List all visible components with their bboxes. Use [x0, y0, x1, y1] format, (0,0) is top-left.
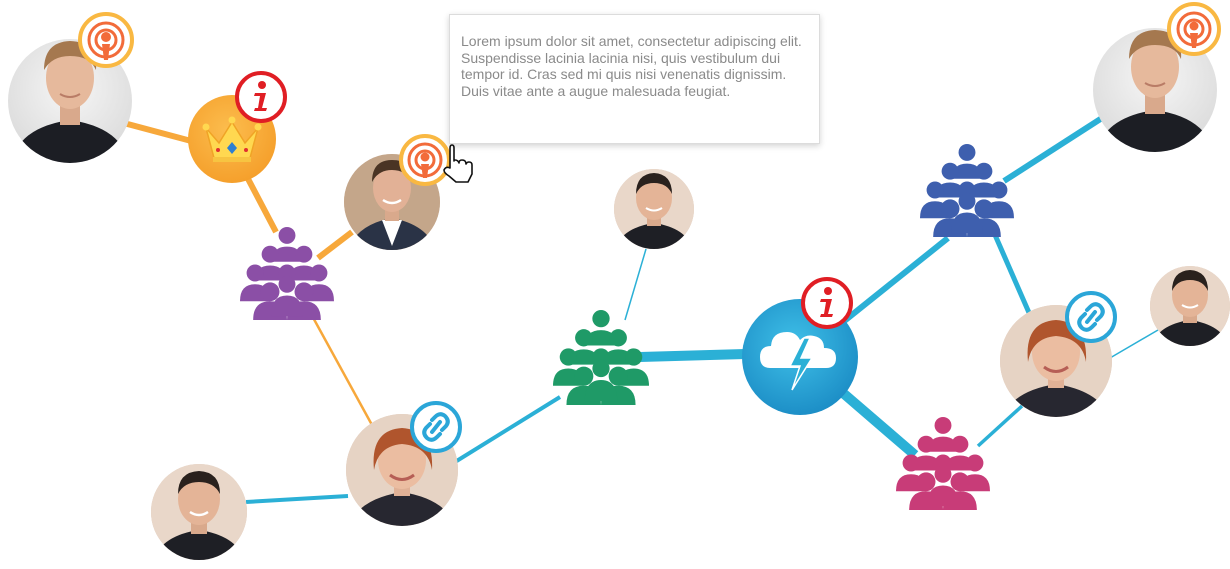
edge-woman-green — [453, 395, 562, 464]
info-icon — [820, 287, 833, 317]
link-badge[interactable] — [410, 401, 462, 453]
podcast-badge[interactable] — [399, 134, 451, 186]
link-icon — [1077, 302, 1105, 332]
group-magenta[interactable] — [896, 416, 990, 510]
podcast-badge[interactable] — [1167, 2, 1221, 56]
edge-cloud-magenta — [839, 389, 919, 459]
info-badge[interactable] — [235, 71, 287, 123]
edge-green-cloud — [639, 349, 746, 362]
person-bottom-left[interactable] — [151, 464, 247, 566]
edge-woman-right — [1109, 329, 1159, 359]
person-top-left[interactable] — [8, 39, 132, 170]
edge-navy-topright — [1002, 115, 1104, 184]
info-badge[interactable] — [801, 277, 853, 329]
tooltip-popup: Lorem ipsum dolor sit amet, consectetur … — [449, 14, 820, 144]
crown-icon — [202, 116, 262, 162]
edge-crown-purple — [243, 173, 279, 234]
edge-purple-suit — [316, 229, 354, 261]
podcast-icon — [1176, 11, 1212, 48]
info-icon — [254, 81, 267, 111]
cloud-lightning-icon — [760, 332, 836, 391]
person-top-middle[interactable] — [614, 169, 694, 252]
edge-cloud-navy — [841, 235, 950, 325]
group-purple[interactable] — [240, 226, 334, 320]
person-woman-center[interactable] — [346, 412, 458, 535]
edge-magenta-woman — [976, 404, 1024, 448]
edge-navy-woman — [989, 226, 1033, 317]
group-navy[interactable] — [920, 143, 1014, 237]
person-right[interactable] — [1150, 266, 1230, 349]
podcast-badge[interactable] — [78, 12, 134, 68]
group-green[interactable] — [553, 309, 649, 405]
edge-green-topmiddle — [624, 248, 647, 321]
hand-pointer-icon — [443, 144, 473, 183]
edge-person-crown — [119, 119, 196, 145]
podcast-icon — [87, 21, 125, 60]
edge-woman-bottomleft — [245, 494, 349, 504]
podcast-icon — [407, 142, 443, 178]
link-icon — [422, 412, 450, 442]
connections — [119, 115, 1159, 504]
edge-purple-woman — [308, 311, 374, 426]
link-badge[interactable] — [1065, 291, 1117, 343]
tooltip-text: Lorem ipsum dolor sit amet, consectetur … — [461, 33, 802, 99]
